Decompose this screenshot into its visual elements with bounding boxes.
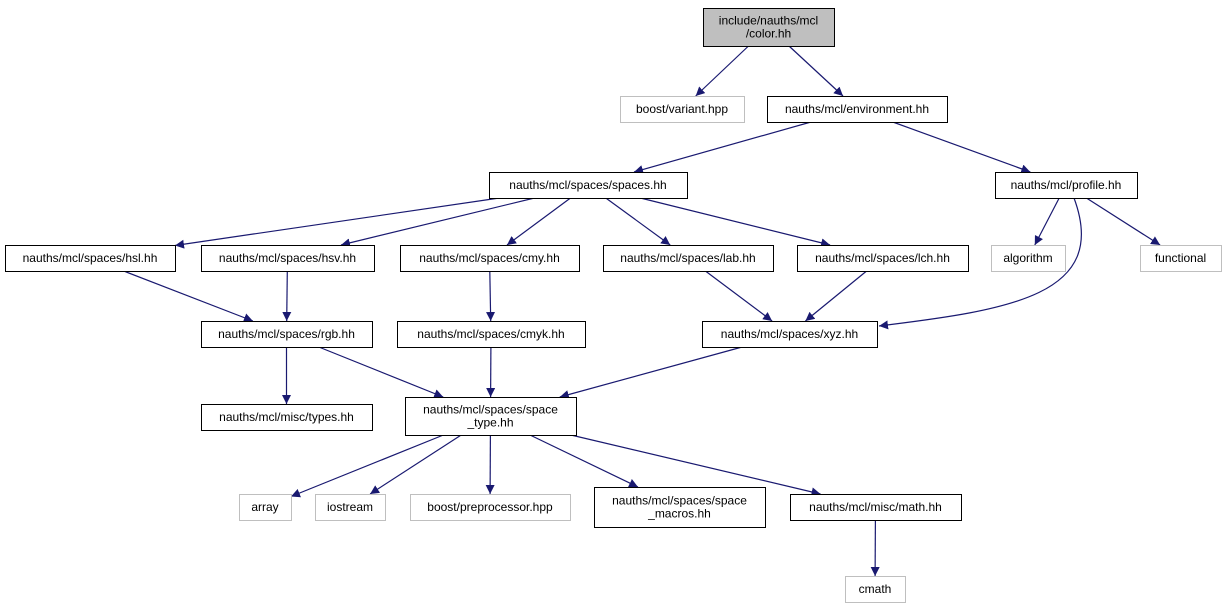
node-math-hh[interactable]: nauths/mcl/misc/math.hh [790,494,962,521]
node-cmath: cmath [845,576,906,603]
node-label: nauths/mcl/environment.hh [785,102,929,116]
node-label: nauths/mcl/misc/types.hh [219,410,354,424]
edge-color-hh-to-environment-hh [788,45,844,97]
node-label: nauths/mcl/spaces/hsv.hh [219,251,356,265]
node-array: array [239,494,292,521]
node-profile-hh[interactable]: nauths/mcl/profile.hh [995,172,1138,199]
node-box [790,494,962,521]
edge-profile-hh-to-functional [1086,197,1161,246]
node-label: algorithm [1003,251,1052,265]
node-lab-hh[interactable]: nauths/mcl/spaces/lab.hh [603,245,774,272]
node-label: _type.hh [466,416,513,430]
edge-environment-hh-to-spaces-hh [633,121,812,174]
node-label: functional [1155,251,1206,265]
node-box [5,245,176,272]
node-label: nauths/mcl/spaces/spaces.hh [509,178,666,192]
edge-environment-hh-to-profile-hh [892,121,1031,174]
edge-spaces-hh-to-lch-hh [640,197,831,248]
node-label: boost/variant.hpp [636,102,728,116]
node-space-type-hh[interactable]: nauths/mcl/spaces/space_type.hh [405,397,577,436]
node-box [603,245,774,272]
edge-lab-hh-to-xyz-hh [705,270,773,322]
edges [123,45,1161,577]
node-label: cmath [859,582,892,596]
edge-xyz-hh-to-space-type-hh [559,346,743,399]
node-box [410,494,571,521]
node-box [703,8,835,47]
node-label: nauths/mcl/spaces/rgb.hh [218,327,355,341]
node-label: nauths/mcl/spaces/cmyk.hh [417,327,564,341]
node-label: nauths/mcl/spaces/cmy.hh [419,251,560,265]
node-box [702,321,878,348]
node-box [397,321,586,348]
edge-cmy-hh-to-cmyk-hh [486,270,496,322]
node-box [594,487,766,528]
node-functional: functional [1140,245,1222,272]
edge-space-type-hh-to-math-hh [570,434,821,497]
edge-spaces-hh-to-hsl-hh [174,197,500,249]
node-label: array [251,500,278,514]
node-iostream: iostream [315,494,386,521]
edge-rgb-hh-to-space-type-hh [318,346,444,398]
node-box [991,245,1066,272]
edge-color-hh-to-boost-variant [695,45,749,97]
edge-space-type-hh-to-iostream [369,434,462,495]
node-box [767,96,948,123]
node-label: nauths/mcl/misc/math.hh [809,500,942,514]
node-box [201,404,373,431]
node-rgb-hh[interactable]: nauths/mcl/spaces/rgb.hh [201,321,373,348]
node-environment-hh[interactable]: nauths/mcl/environment.hh [767,96,948,123]
node-label: nauths/mcl/spaces/space [423,403,558,417]
node-label: nauths/mcl/spaces/lab.hh [620,251,755,265]
node-boost-variant: boost/variant.hpp [620,96,745,123]
node-hsv-hh[interactable]: nauths/mcl/spaces/hsv.hh [201,245,375,272]
node-label: iostream [327,500,373,514]
edge-profile-hh-to-xyz-hh [878,197,1082,330]
node-hsl-hh[interactable]: nauths/mcl/spaces/hsl.hh [5,245,176,272]
node-box [201,321,373,348]
edge-lch-hh-to-xyz-hh [805,270,867,322]
node-label: nauths/mcl/spaces/space [612,494,747,508]
node-box [315,494,386,521]
node-algorithm: algorithm [991,245,1066,272]
node-label: boost/preprocessor.hpp [427,500,553,514]
node-color-hh[interactable]: include/nauths/mcl/color.hh [703,8,835,47]
node-cmy-hh[interactable]: nauths/mcl/spaces/cmy.hh [400,245,580,272]
node-box [1140,245,1222,272]
edge-spaces-hh-to-lab-hh [605,197,671,246]
node-box [845,576,906,603]
node-label: nauths/mcl/profile.hh [1011,178,1122,192]
node-cmyk-hh[interactable]: nauths/mcl/spaces/cmyk.hh [397,321,586,348]
node-box [400,245,580,272]
edge-space-type-hh-to-space-macros-hh [529,434,639,488]
node-label: nauths/mcl/spaces/lch.hh [815,251,950,265]
edge-hsv-hh-to-rgb-hh [282,270,292,322]
edge-profile-hh-to-algorithm [1034,197,1060,246]
node-label: nauths/mcl/spaces/hsl.hh [23,251,158,265]
node-box [239,494,292,521]
node-types-hh[interactable]: nauths/mcl/misc/types.hh [201,404,373,431]
node-label: include/nauths/mcl [719,14,818,28]
node-box [620,96,745,123]
node-label: nauths/mcl/spaces/xyz.hh [721,327,858,341]
edge-space-type-hh-to-array [290,434,444,498]
node-boost-preprocessor: boost/preprocessor.hpp [410,494,571,521]
node-box [201,245,375,272]
node-spaces-hh[interactable]: nauths/mcl/spaces/spaces.hh [489,172,688,199]
node-xyz-hh[interactable]: nauths/mcl/spaces/xyz.hh [702,321,878,348]
node-box [797,245,969,272]
node-space-macros-hh[interactable]: nauths/mcl/spaces/space_macros.hh [594,487,766,528]
node-label: /color.hh [746,27,791,41]
edge-hsl-hh-to-rgb-hh [123,270,254,322]
node-box [405,397,577,436]
nodes: include/nauths/mcl/color.hh boost/variant… [5,8,1222,603]
node-box [489,172,688,199]
node-lch-hh[interactable]: nauths/mcl/spaces/lch.hh [797,245,969,272]
node-label: _macros.hh [647,507,711,521]
node-box [995,172,1138,199]
edge-spaces-hh-to-cmy-hh [506,197,571,246]
edge-spaces-hh-to-hsv-hh [340,197,535,248]
